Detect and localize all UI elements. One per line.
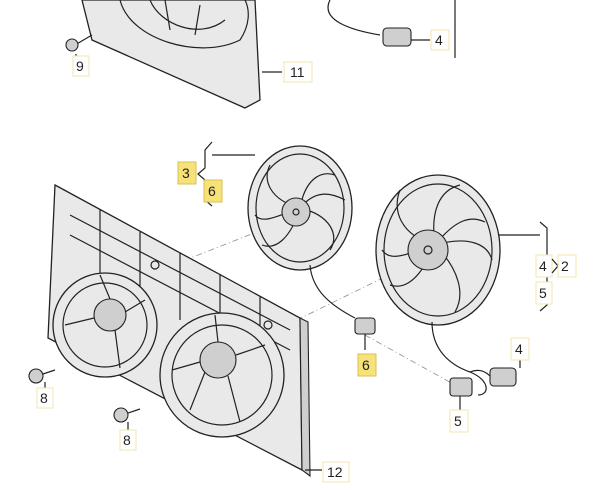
callout-2[interactable]: 2	[557, 254, 577, 278]
callout-4-top[interactable]: 4	[430, 29, 450, 51]
screw-8-lower	[113, 407, 141, 430]
callout-4-right[interactable]: 4	[535, 254, 553, 278]
callout-9[interactable]: 9	[72, 55, 90, 77]
callout-4-lower[interactable]: 4	[510, 337, 530, 361]
top-connector	[327, 0, 456, 58]
fan-shroud	[47, 183, 322, 478]
callout-6-lower[interactable]: 6	[357, 353, 377, 377]
callout-5-right[interactable]: 5	[535, 281, 553, 305]
svg-text:5: 5	[539, 285, 547, 301]
upper-fan-shroud	[81, 0, 282, 109]
svg-text:2: 2	[561, 258, 569, 274]
callout-3[interactable]: 3	[177, 161, 197, 185]
callout-12[interactable]: 12	[322, 461, 350, 483]
callout-8-upper[interactable]: 8	[36, 387, 54, 409]
svg-text:4: 4	[539, 258, 547, 274]
svg-text:8: 8	[123, 432, 131, 448]
svg-text:8: 8	[40, 390, 48, 406]
svg-text:6: 6	[362, 357, 370, 373]
svg-text:9: 9	[76, 58, 84, 74]
screw-8-upper	[28, 368, 56, 388]
svg-text:12: 12	[327, 464, 343, 480]
small-fan-motor	[212, 145, 376, 350]
svg-text:4: 4	[435, 32, 443, 48]
svg-text:4: 4	[515, 341, 523, 357]
callout-5-lower[interactable]: 5	[449, 409, 469, 433]
callout-8-lower[interactable]: 8	[119, 429, 137, 451]
callout-11[interactable]: 11	[283, 61, 313, 83]
svg-text:5: 5	[454, 413, 462, 429]
callout-6-upper[interactable]: 6	[203, 179, 223, 203]
svg-text:6: 6	[208, 183, 216, 199]
svg-text:11: 11	[290, 64, 305, 80]
large-fan-motor	[375, 174, 548, 410]
screw-9	[65, 34, 93, 60]
svg-text:3: 3	[182, 165, 190, 181]
